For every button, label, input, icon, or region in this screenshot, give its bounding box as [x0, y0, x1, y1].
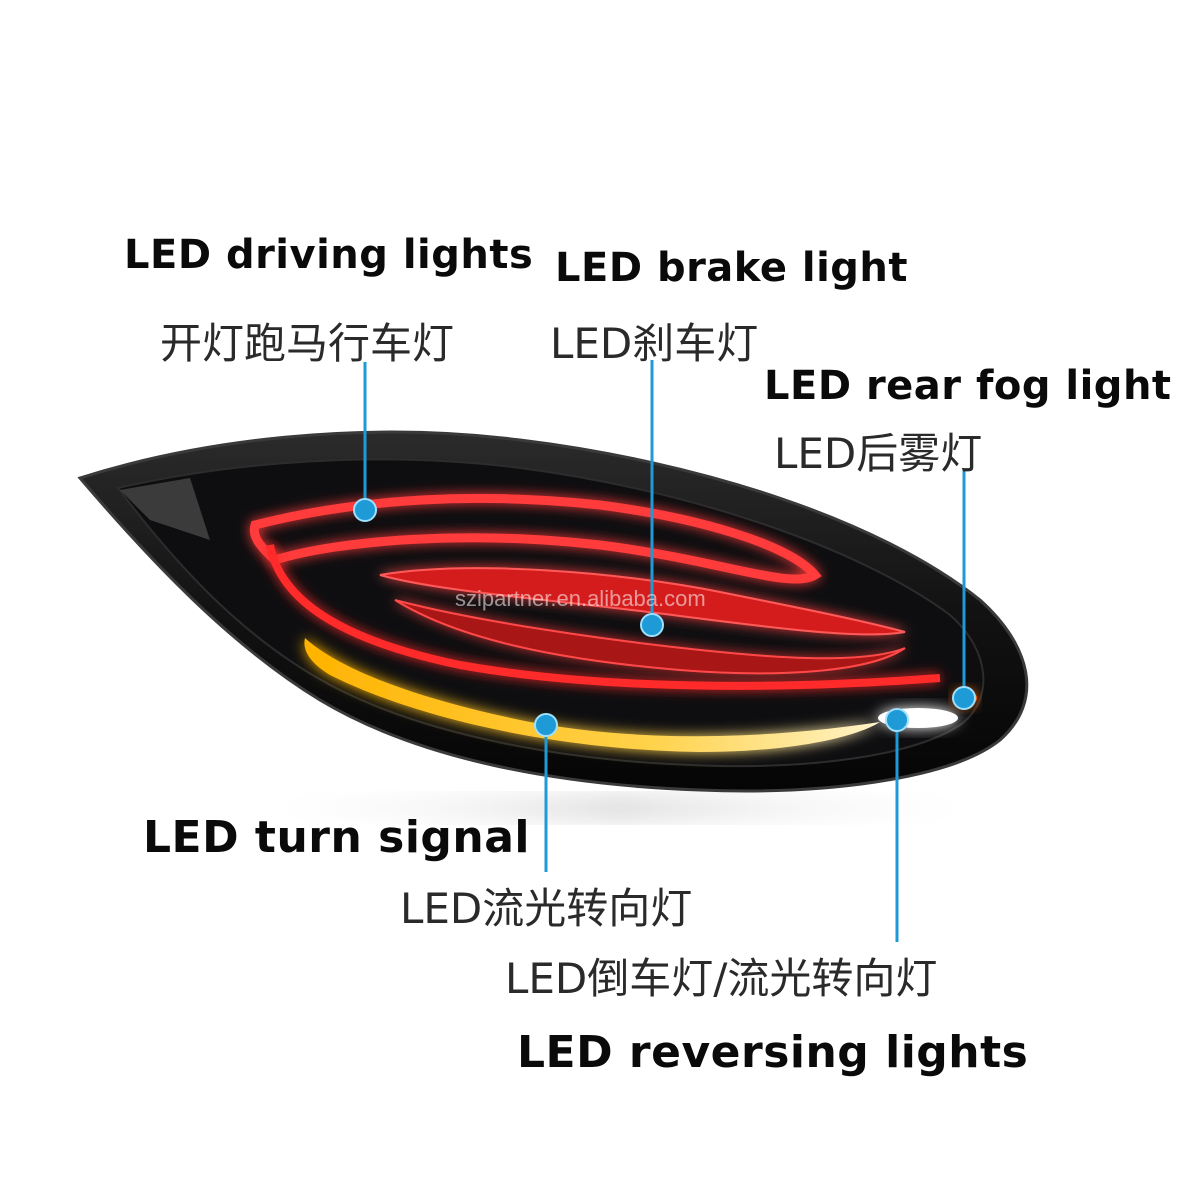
reverse-label-en: LED reversing lights [517, 1027, 1029, 1078]
reverse-label-cn: LED倒车灯/流光转向灯 [505, 954, 938, 1003]
watermark: szipartner.en.alibaba.com [455, 586, 706, 611]
brake-label-en: LED brake light [555, 245, 909, 291]
callout-dot-driving [353, 498, 377, 522]
floor-reflection [200, 794, 1040, 822]
turn-signal-strip [304, 638, 880, 752]
turn-label-cn: LED流光转向灯 [400, 884, 693, 933]
callout-dot-reverse [885, 708, 909, 732]
driving-light-lower-arc [266, 544, 941, 690]
brake-light-lower-band [394, 599, 906, 675]
callout-dot-turn [534, 713, 558, 737]
driving-label-cn: 开灯跑马行车灯 [160, 319, 455, 368]
brake-light-upper-band [379, 567, 906, 636]
fog-label-cn: LED后雾灯 [774, 429, 983, 478]
lens-sheen [120, 478, 210, 540]
fog-label-en: LED rear fog light [764, 363, 1172, 409]
turn-label-en: LED turn signal [143, 812, 530, 863]
callout-dot-fog [952, 686, 976, 710]
brake-label-cn: LED刹车灯 [550, 319, 759, 368]
driving-label-en: LED driving lights [124, 232, 534, 278]
callout-dot-brake [640, 613, 664, 637]
driving-light-strip [249, 493, 822, 584]
